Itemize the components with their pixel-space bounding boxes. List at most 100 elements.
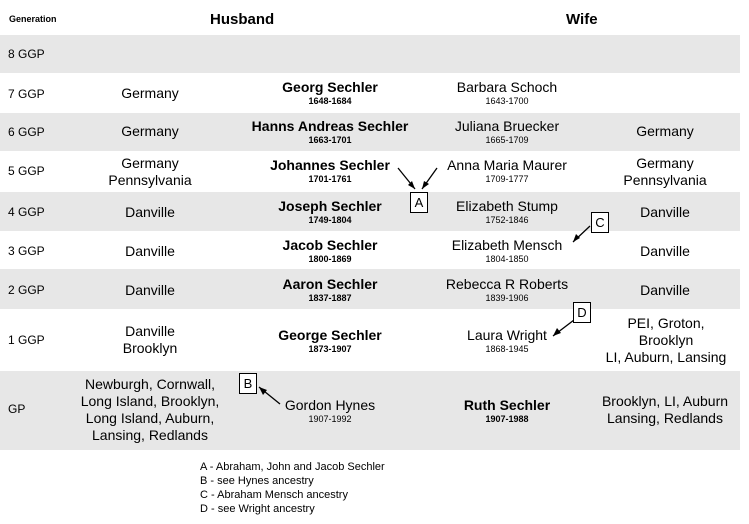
wife-name: Elizabeth Stump (456, 198, 558, 214)
husband-dates: 1648-1684 (308, 96, 352, 106)
arrowhead-d (553, 328, 561, 336)
husband-name: Joseph Sechler (278, 198, 382, 214)
husband-place-line: Long Island, Auburn, (85, 410, 215, 426)
marker-b: B (239, 373, 257, 394)
generation-label: 2 GGP (8, 283, 45, 297)
husband-cell: Johannes Sechler 1701-1761 (240, 157, 420, 185)
wife-place-line: Pennsylvania (623, 172, 707, 188)
generation-label: GP (8, 402, 26, 416)
generation-label: 7 GGP (8, 87, 45, 101)
husband-header: Husband (210, 11, 275, 28)
wife-name: Laura Wright (467, 327, 547, 343)
husband-cell: Jacob Sechler 1800-1869 (240, 237, 420, 265)
wife-dates: 1709-1777 (485, 174, 529, 184)
wife-cell: Elizabeth Stump 1752-1846 (422, 198, 592, 226)
husband-cell: Gordon Hynes 1907-1992 (250, 397, 410, 425)
row-3-ggp: 3 GGP Danville Jacob Sechler 1800-1869 E… (0, 231, 740, 269)
row-6-ggp: 6 GGP Germany Hanns Andreas Sechler 1663… (0, 113, 740, 151)
husband-place-line: Pennsylvania (108, 172, 192, 188)
arrowhead-c (573, 234, 580, 242)
row-gp: GP Newburgh, Cornwall, Long Island, Broo… (0, 371, 740, 450)
row-7-ggp: 7 GGP Germany Georg Sechler 1648-1684 Ba… (0, 73, 740, 113)
wife-cell: Elizabeth Mensch 1804-1850 (422, 237, 592, 265)
generation-label: 6 GGP (8, 125, 45, 139)
wife-place: Danville (640, 204, 690, 220)
wife-cell: Juliana Bruecker 1665-1709 (422, 118, 592, 146)
husband-place-line: Lansing, Redlands (92, 427, 208, 443)
wife-name: Rebecca R Roberts (445, 276, 569, 292)
wife-dates: 1643-1700 (485, 96, 529, 106)
marker-c: C (591, 212, 609, 233)
generation-header: Generation (9, 14, 57, 24)
wife-dates: 1665-1709 (485, 135, 529, 145)
wife-cell: Rebecca R Roberts 1839-1906 (422, 276, 592, 304)
husband-place: Danville (125, 282, 175, 298)
husband-cell: Joseph Sechler 1749-1804 (240, 198, 420, 226)
wife-cell: Laura Wright 1868-1945 (422, 327, 592, 355)
footnote-a: A - Abraham, John and Jacob Sechler (200, 461, 385, 473)
wife-dates: 1752-1846 (485, 215, 529, 225)
wife-name: Barbara Schoch (456, 79, 558, 95)
husband-place-line: Newburgh, Cornwall, (85, 376, 215, 392)
marker-a: A (410, 192, 428, 213)
wife-name: Ruth Sechler (463, 397, 551, 413)
wife-place-line: Germany (636, 155, 694, 171)
husband-dates: 1663-1701 (308, 135, 352, 145)
husband-place-line: Brooklyn (122, 340, 178, 356)
wife-header: Wife (566, 11, 598, 28)
husband-name: Hanns Andreas Sechler (251, 118, 409, 134)
arrowhead-b (259, 387, 267, 395)
husband-place: Danville (125, 243, 175, 259)
footnote-b: B - see Hynes ancestry (200, 475, 314, 487)
generation-label: 4 GGP (8, 205, 45, 219)
wife-name: Juliana Bruecker (454, 118, 560, 134)
wife-dates: 1907-1988 (485, 414, 529, 424)
generation-label: 3 GGP (8, 244, 45, 258)
wife-place: Germany (636, 123, 694, 139)
row-1-ggp: 1 GGP Danville Brooklyn George Sechler 1… (0, 309, 740, 371)
husband-cell: Hanns Andreas Sechler 1663-1701 (229, 118, 431, 146)
generation-label: 8 GGP (8, 47, 45, 61)
husband-place: Germany (121, 123, 179, 139)
husband-name: Aaron Sechler (282, 276, 378, 292)
husband-dates: 1837-1887 (308, 293, 352, 303)
wife-name: Anna Maria Maurer (447, 157, 567, 173)
husband-dates: 1873-1907 (308, 344, 352, 354)
row-2-ggp: 2 GGP Danville Aaron Sechler 1837-1887 R… (0, 269, 740, 309)
wife-dates: 1839-1906 (485, 293, 529, 303)
row-8-ggp: 8 GGP (0, 35, 740, 73)
husband-dates: 1800-1869 (308, 254, 352, 264)
husband-cell: Georg Sechler 1648-1684 (240, 79, 420, 107)
husband-dates: 1701-1761 (308, 174, 352, 184)
husband-place-line: Germany (121, 155, 179, 171)
husband-place-line: Long Island, Brooklyn, (80, 393, 220, 409)
husband-name: Jacob Sechler (282, 237, 378, 253)
wife-dates: 1868-1945 (485, 344, 529, 354)
wife-place: PEI, Groton, Brooklyn LI, Auburn, Lansin… (598, 315, 734, 366)
arrowhead-a-right (422, 181, 429, 189)
wife-place-line: Brooklyn (638, 332, 694, 348)
wife-place-line: Lansing, Redlands (607, 410, 723, 426)
wife-cell: Barbara Schoch 1643-1700 (422, 79, 592, 107)
generation-label: 1 GGP (8, 333, 45, 347)
wife-place: Danville (640, 243, 690, 259)
husband-place: Newburgh, Cornwall, Long Island, Brookly… (70, 376, 230, 444)
wife-cell: Anna Maria Maurer 1709-1777 (422, 157, 592, 185)
footnote-d: D - see Wright ancestry (200, 503, 315, 515)
wife-cell: Ruth Sechler 1907-1988 (422, 397, 592, 425)
husband-place: Germany Pennsylvania (85, 155, 215, 189)
husband-cell: George Sechler 1873-1907 (240, 327, 420, 355)
husband-place: Danville Brooklyn (85, 323, 215, 357)
husband-place: Danville (125, 204, 175, 220)
wife-place-line: PEI, Groton, (627, 315, 705, 331)
wife-place: Danville (640, 282, 690, 298)
generation-label: 5 GGP (8, 164, 45, 178)
marker-d: D (573, 302, 591, 323)
husband-name: George Sechler (278, 327, 382, 343)
husband-name: Johannes Sechler (270, 157, 390, 173)
wife-dates: 1804-1850 (485, 254, 529, 264)
wife-place: Brooklyn, LI, Auburn Lansing, Redlands (592, 393, 738, 427)
husband-dates: 1749-1804 (308, 215, 352, 225)
husband-name: Georg Sechler (282, 79, 378, 95)
wife-name: Elizabeth Mensch (451, 237, 563, 253)
